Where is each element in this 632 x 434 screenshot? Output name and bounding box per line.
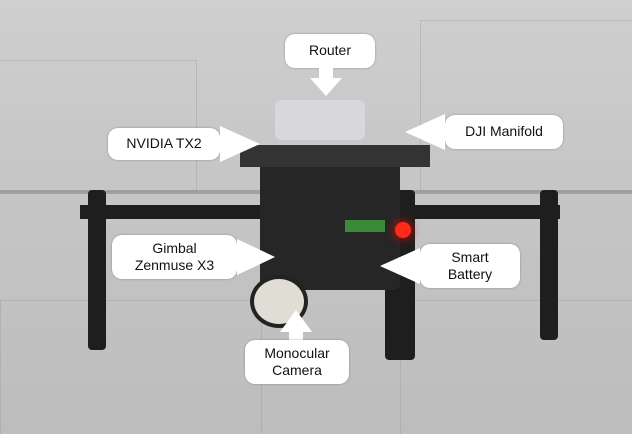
arrow-left-icon (380, 248, 420, 284)
label-gimbal: Gimbal Zenmuse X3 (112, 235, 237, 279)
wall-tile (0, 60, 197, 192)
label-gimbal-line1: Gimbal (152, 239, 197, 256)
manifold-stereo-bar (240, 145, 430, 167)
label-camera-line1: Monocular (264, 344, 330, 361)
label-nvidia-text: NVIDIA TX2 (126, 135, 202, 152)
label-dji-manifold: DJI Manifold (445, 115, 563, 149)
arrow-left-icon (405, 114, 445, 150)
wall-tile (420, 20, 632, 192)
landing-leg-left (88, 190, 106, 350)
label-manifold-text: DJI Manifold (465, 123, 543, 140)
landing-leg-right (540, 190, 558, 340)
label-battery-line1: Smart (451, 248, 489, 265)
label-battery-line2: Battery (447, 266, 493, 282)
arrow-down-icon (310, 78, 342, 96)
label-nvidia-tx2: NVIDIA TX2 (108, 128, 220, 160)
label-smart-battery: Smart Battery (420, 244, 520, 288)
battery-indicator (345, 220, 385, 232)
label-monocular-camera: Monocular Camera (245, 340, 349, 384)
wall-tile (0, 300, 262, 434)
arrow-router (319, 68, 333, 78)
label-camera-line2: Camera (272, 362, 322, 378)
arrow-up-icon (280, 310, 312, 332)
arrow-right-icon (220, 126, 260, 162)
arrow-right-icon (237, 239, 275, 275)
led-light (395, 222, 411, 238)
wall-tile (400, 300, 632, 434)
router-device (275, 100, 365, 140)
gimbal-camera (250, 275, 308, 328)
label-gimbal-line2: Zenmuse X3 (134, 257, 215, 273)
label-router-text: Router (308, 42, 352, 59)
arrow-camera (289, 331, 303, 341)
label-router: Router (285, 34, 375, 68)
